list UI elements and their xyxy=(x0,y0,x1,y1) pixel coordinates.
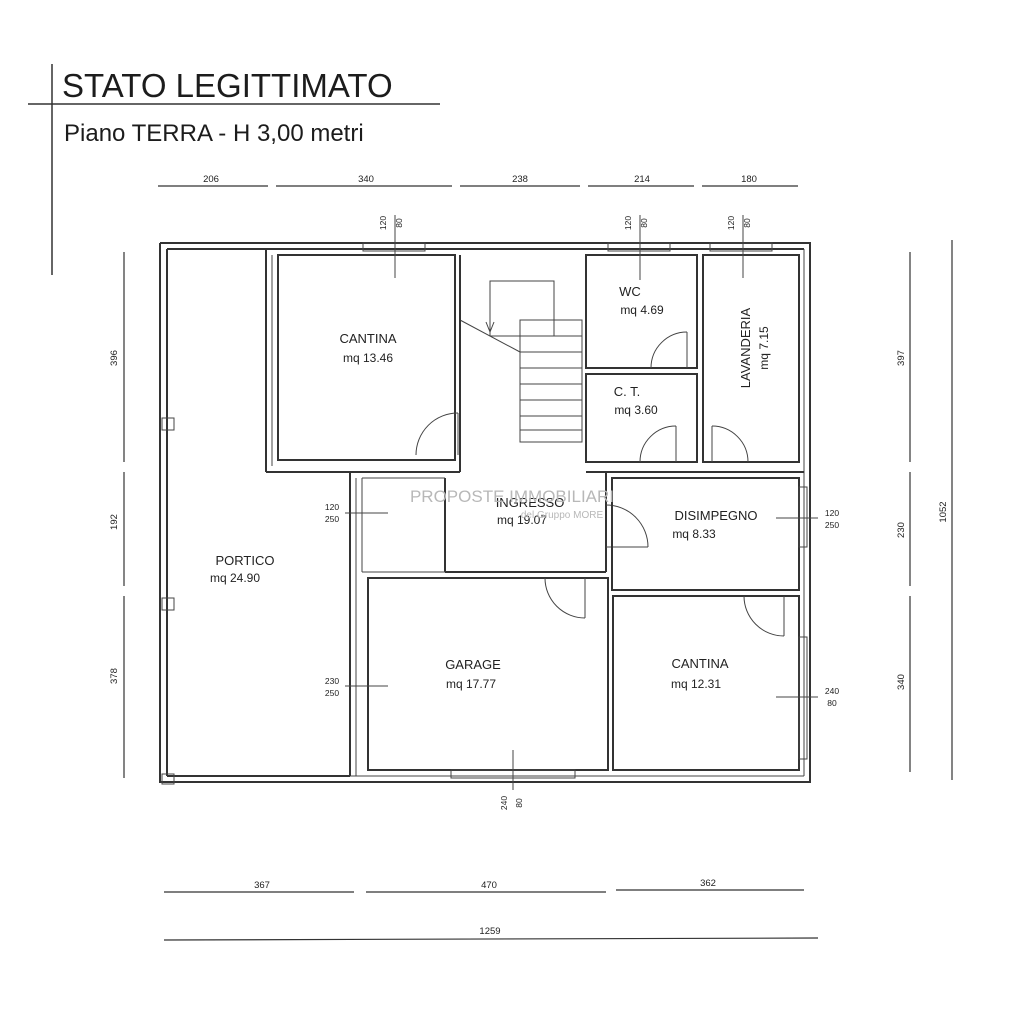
left-dimension-chain: 396 192 378 xyxy=(109,252,125,778)
window-cantina-nw: 120 80 xyxy=(362,215,426,278)
top-dimension-2: 340 xyxy=(358,174,374,185)
room-garage: GARAGE mq 17.77 xyxy=(367,577,609,779)
right-dimension-1: 397 xyxy=(896,350,907,366)
bottom-dimension-3: 362 xyxy=(700,878,716,889)
right-dimension-chain: 397 230 340 1052 xyxy=(896,240,953,780)
watermark-main: PROPOSTE IMMOBILIARI xyxy=(410,487,614,506)
room-label-ingresso: INGRESSO xyxy=(496,495,565,510)
watermark: PROPOSTE IMMOBILIARI del Gruppo MORE xyxy=(410,487,614,521)
room-area-portico: mq 24.90 xyxy=(210,571,260,585)
left-dimension-3: 378 xyxy=(109,668,120,684)
room-wc: WC mq 4.69 xyxy=(585,254,698,369)
door-disimpegno-east: 120 250 xyxy=(776,508,839,530)
right-total-dimension: 1052 xyxy=(938,501,949,522)
door-portico-upper: 120 250 xyxy=(325,502,388,524)
opening-height-cantina-se-window: 80 xyxy=(827,698,837,708)
room-label-lavanderia: LAVANDERIA xyxy=(738,307,753,388)
room-cantina-se: CANTINA mq 12.31 xyxy=(612,595,808,771)
opening-width-wc-window: 120 xyxy=(623,216,633,230)
right-dimension-2: 230 xyxy=(896,522,907,538)
top-dimension-5: 180 xyxy=(741,174,757,185)
opening-width-lavanderia-window: 120 xyxy=(726,216,736,230)
plan-subtitle: Piano TERRA - H 3,00 metri xyxy=(64,120,364,147)
door-garage: 240 80 xyxy=(499,750,524,810)
top-dimension-3: 238 xyxy=(512,174,528,185)
top-dimension-4: 214 xyxy=(634,174,650,185)
room-area-cantina-nw: mq 13.46 xyxy=(343,351,393,365)
room-area-ingresso: mq 19.07 xyxy=(497,513,547,527)
opening-height-wc-window: 80 xyxy=(639,218,649,228)
room-label-cantina-se: CANTINA xyxy=(671,656,728,671)
opening-width-portico-upper: 120 xyxy=(325,502,339,512)
staircase xyxy=(459,255,583,472)
opening-height-portico-lower: 250 xyxy=(325,688,339,698)
opening-width-cantina-window: 120 xyxy=(378,216,388,230)
opening-width-portico-lower: 230 xyxy=(325,676,339,686)
left-dimension-2: 192 xyxy=(109,514,120,530)
top-dimension-1: 206 xyxy=(203,174,219,185)
opening-height-garage-door: 80 xyxy=(514,798,524,808)
plan-title: STATO LEGITTIMATO xyxy=(62,67,393,104)
opening-height-cantina-window: 80 xyxy=(394,218,404,228)
top-dimension-chain: 206 340 238 214 180 xyxy=(158,174,798,187)
right-dimension-3: 340 xyxy=(896,674,907,690)
room-label-ct: C. T. xyxy=(614,384,641,399)
opening-width-disimpegno-door: 120 xyxy=(825,508,839,518)
window-wc: 120 80 xyxy=(607,215,671,280)
room-disimpegno: DISIMPEGNO mq 8.33 xyxy=(611,477,808,591)
room-ingresso: INGRESSO mq 19.07 xyxy=(361,471,804,573)
exterior-walls xyxy=(159,242,811,783)
room-area-lavanderia: mq 7.15 xyxy=(757,326,771,370)
room-area-cantina-se: mq 12.31 xyxy=(671,677,721,691)
room-label-disimpegno: DISIMPEGNO xyxy=(674,508,757,523)
room-label-wc: WC xyxy=(619,284,641,299)
room-label-garage: GARAGE xyxy=(445,657,501,672)
left-dimension-1: 396 xyxy=(109,350,120,366)
room-ct: C. T. mq 3.60 xyxy=(585,373,698,463)
bottom-dimension-chain: 367 470 362 1259 xyxy=(163,878,819,941)
bottom-dimension-2: 470 xyxy=(481,880,497,891)
window-lavanderia: 120 80 xyxy=(709,215,773,278)
room-portico: PORTICO mq 24.90 xyxy=(210,553,275,585)
bottom-dimension-1: 367 xyxy=(254,880,270,891)
opening-height-portico-upper: 250 xyxy=(325,514,339,524)
room-area-wc: mq 4.69 xyxy=(620,303,664,317)
room-area-garage: mq 17.77 xyxy=(446,677,496,691)
bottom-total-dimension: 1259 xyxy=(479,926,500,937)
opening-height-lavanderia-window: 80 xyxy=(742,218,752,228)
watermark-sub: del Gruppo MORE xyxy=(521,510,604,521)
door-portico-lower: 230 250 xyxy=(325,676,388,698)
portico-boundary xyxy=(161,249,460,785)
room-area-ct: mq 3.60 xyxy=(614,403,658,417)
room-label-portico: PORTICO xyxy=(216,553,275,568)
opening-width-cantina-se-window: 240 xyxy=(825,686,839,696)
room-cantina-nw: CANTINA mq 13.46 xyxy=(277,254,459,461)
room-lavanderia: LAVANDERIA mq 7.15 xyxy=(702,254,800,463)
room-area-disimpegno: mq 8.33 xyxy=(672,527,716,541)
opening-width-garage-door: 240 xyxy=(499,796,509,810)
room-label-cantina-nw: CANTINA xyxy=(339,331,396,346)
opening-height-disimpegno-door: 250 xyxy=(825,520,839,530)
window-cantina-se: 240 80 xyxy=(776,686,839,708)
